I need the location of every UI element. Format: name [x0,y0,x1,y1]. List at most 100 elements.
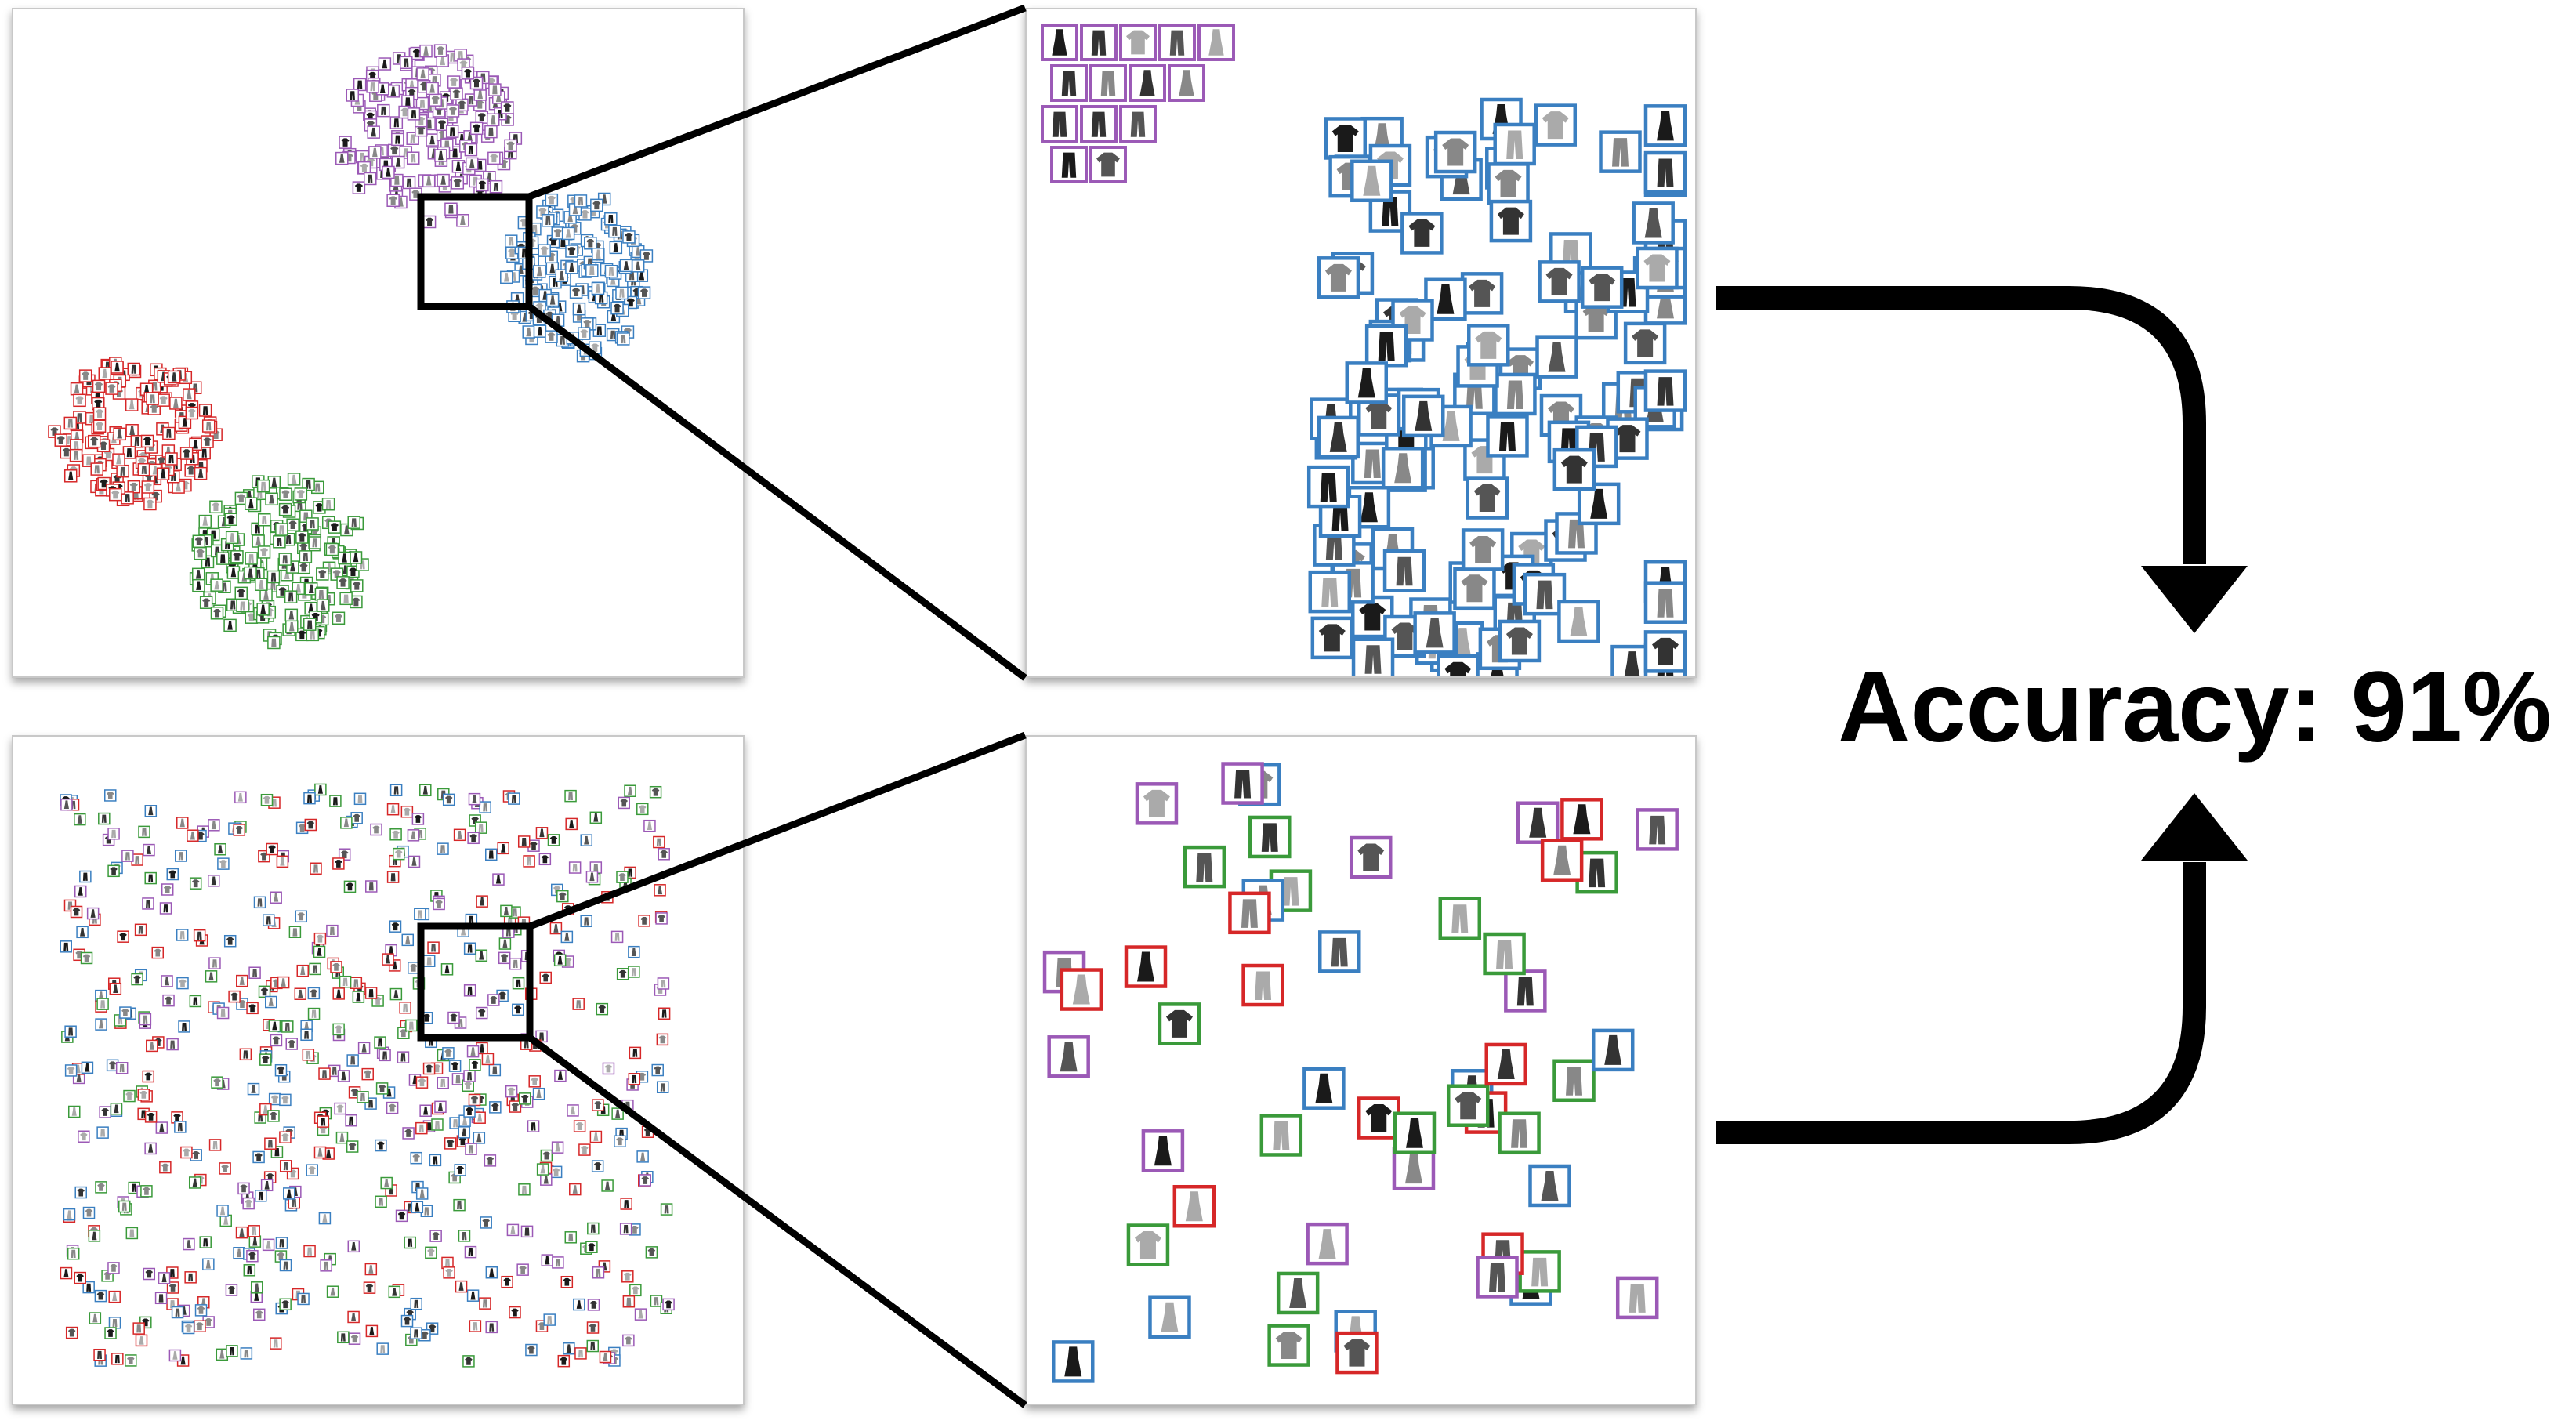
clothing-thumbnail-icon [654,884,666,897]
clothing-thumbnail-icon [339,136,352,149]
clothing-thumbnail-icon [248,1235,262,1248]
clothing-thumbnail-icon [179,447,194,460]
clothing-thumbnail-icon [505,1085,518,1098]
clothing-thumbnail-icon [143,1267,156,1281]
clothing-thumbnail-icon [275,1237,288,1249]
clothing-thumbnail-icon [274,1063,288,1077]
clothing-thumbnail-icon [416,67,429,81]
clothing-thumbnail-icon [112,453,125,466]
clothing-thumbnail-icon [450,87,463,100]
clothing-thumbnail-icon [1636,246,1679,290]
clothing-thumbnail-icon [199,596,213,609]
clothing-thumbnail-icon [427,941,440,954]
clothing-thumbnail-icon [437,842,449,855]
clothing-thumbnail-icon [279,1298,292,1311]
clothing-thumbnail-icon [1487,162,1530,205]
clothing-thumbnail-icon [429,1230,442,1242]
clothing-thumbnail-icon [1643,104,1687,147]
clothing-thumbnail-icon [429,93,442,107]
clothing-thumbnail-icon [159,1161,172,1174]
clothing-thumbnail-icon [405,1019,418,1032]
clothing-thumbnail-icon [451,176,465,190]
clothing-thumbnail-icon [336,576,350,589]
clothing-thumbnail-icon [1460,272,1504,315]
clothing-thumbnail-icon [278,553,292,566]
clothing-thumbnail-icon [1575,850,1618,894]
clothing-thumbnail-icon [572,302,586,316]
clustered-embedding-plot [48,44,654,650]
clothing-thumbnail-icon [619,259,633,273]
clothing-thumbnail-icon [309,962,321,976]
clothing-thumbnail-icon [90,462,103,476]
clothing-thumbnail-icon [420,1012,433,1024]
clothing-thumbnail-icon [475,111,489,124]
clothing-thumbnail-icon [74,813,86,826]
clothing-thumbnail-icon [176,929,189,941]
clothing-thumbnail-icon [201,419,216,433]
clothing-thumbnail-icon [565,261,578,274]
clothing-thumbnail-icon [1599,130,1642,173]
clothing-thumbnail-icon [117,930,129,943]
clothing-thumbnail-icon [387,143,401,158]
clothing-thumbnail-icon [375,1139,387,1152]
clothing-thumbnail-icon [82,1281,95,1294]
clothing-thumbnail-icon [469,1059,481,1071]
clothing-thumbnail-icon [208,957,221,969]
clothing-thumbnail-icon [347,1240,360,1253]
clothing-thumbnail-icon [1141,1129,1185,1172]
clothing-thumbnail-icon [461,67,475,80]
clothing-thumbnail-icon [300,1028,313,1042]
clothing-thumbnail-icon [357,1042,371,1055]
clothing-thumbnail-icon [248,966,261,979]
clothing-thumbnail-icon [190,1149,202,1161]
clothing-thumbnail-icon [266,570,281,584]
clothing-thumbnail-icon [1643,581,1687,624]
clothing-thumbnail-icon [614,1135,626,1148]
clustered-embedding-panel [12,8,745,678]
clothing-thumbnail-icon [320,1259,332,1272]
clothing-thumbnail-icon [463,984,476,997]
clothing-thumbnail-icon [1259,1114,1303,1157]
clothing-thumbnail-icon [125,424,139,437]
clothing-thumbnail-icon [247,1082,260,1096]
clothing-thumbnail-icon [636,803,649,816]
clothing-thumbnail-icon [303,792,316,805]
clothing-thumbnail-icon [357,1091,369,1103]
clothing-thumbnail-icon [540,1173,553,1186]
clothing-thumbnail-icon [555,269,569,282]
clothing-thumbnail-icon [258,985,271,998]
clothing-thumbnail-icon [350,595,363,609]
clothing-thumbnail-icon [146,1039,158,1053]
clothing-thumbnail-icon [63,416,78,430]
clothing-thumbnail-icon [1466,476,1509,520]
clothing-thumbnail-icon [656,1081,669,1093]
clothing-thumbnail-icon [569,1183,582,1196]
clothing-thumbnail-icon [382,165,395,179]
clothing-thumbnail-icon [225,531,239,545]
clothing-thumbnail-icon [574,1347,587,1360]
clothing-thumbnail-icon [431,1118,444,1131]
clothing-thumbnail-icon [95,1018,107,1031]
clothing-thumbnail-icon [142,897,154,910]
clothing-thumbnail-icon [419,784,432,797]
clothing-thumbnail-icon [1483,932,1526,976]
clothing-thumbnail-icon [306,1164,318,1176]
clothing-thumbnail-icon [132,1322,145,1335]
clothing-thumbnail-icon [651,1063,664,1077]
clothing-thumbnail-icon [144,871,157,885]
clothing-thumbnail-icon [234,491,248,505]
curved-arrow-bottom [1716,862,2206,1144]
clothing-thumbnail-icon [193,929,206,942]
clothing-thumbnail-icon [208,1139,222,1151]
clothing-thumbnail-icon [122,446,136,459]
clothing-thumbnail-icon [127,362,141,376]
clothing-thumbnail-icon [489,1101,502,1114]
clothing-thumbnail-icon [248,1225,260,1237]
clothing-thumbnail-icon [284,590,298,603]
clothing-thumbnail-icon [295,910,307,923]
clothing-thumbnail-icon [516,1263,529,1276]
clothing-thumbnail-icon [487,994,500,1006]
clothing-thumbnail-icon [1591,1028,1635,1072]
clothing-thumbnail-icon [401,933,415,947]
clothing-thumbnail-icon [547,834,560,846]
